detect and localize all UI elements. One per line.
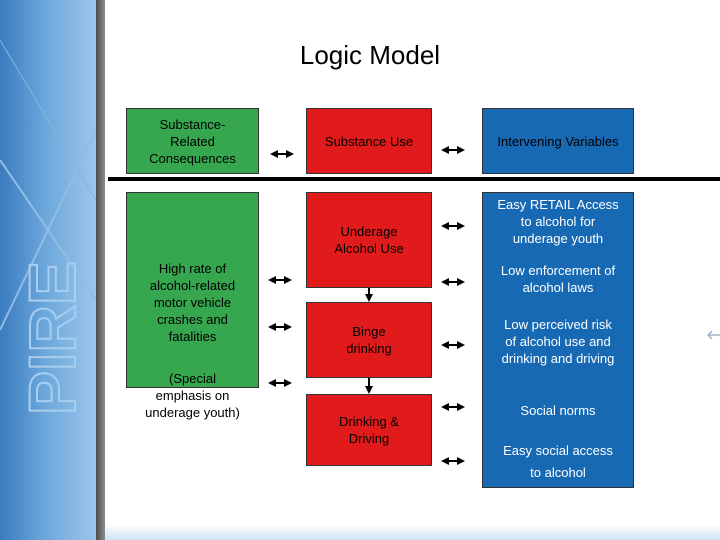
perceived-risk-text: Low perceived risk of alcohol use and dr… [501, 317, 615, 366]
intervening-variables-box [482, 192, 634, 488]
page-title: Logic Model [299, 40, 441, 70]
drinking-driving-box: Drinking & Driving [306, 394, 432, 466]
enforcement-text: Low enforcement of alcohol laws [500, 263, 616, 295]
social-access-text: Easy social access [503, 443, 613, 458]
underage-alcohol-use-box: Underage Alcohol Use [306, 192, 432, 288]
drinking-driving-label: Drinking & Driving [339, 414, 399, 446]
substance-use-header-label: Substance Use [324, 133, 414, 149]
consequences-note: (Special emphasis on underage youth) [145, 371, 240, 420]
consequences-text: High rate of alcohol-related motor vehic… [149, 261, 236, 344]
consequences-header-label: Substance- Related Consequences [149, 116, 236, 166]
social-norms-text: Social norms [520, 403, 596, 418]
header-divider [108, 177, 720, 181]
sidebar-edge [96, 0, 105, 540]
sidebar-watermark: PIRE [15, 261, 89, 415]
binge-drinking-label: Binge drinking [346, 324, 392, 356]
retail-access-text: Easy RETAIL Access to alcohol for undera… [497, 197, 619, 246]
consequences-box: High rate of alcohol-related motor vehic… [126, 192, 259, 420]
binge-drinking-box: Binge drinking [306, 302, 432, 378]
bottom-band [105, 524, 720, 540]
consequences-header-box: Substance- Related Consequences [126, 108, 259, 174]
sidebar-panel [0, 0, 96, 540]
intervening-variables-header-label: Intervening Variables [497, 133, 619, 149]
underage-alcohol-use-label: Underage Alcohol Use [334, 224, 404, 256]
sidebar-decoration: PIRE [0, 39, 96, 416]
substance-use-header-box: Substance Use [306, 108, 432, 174]
social-access-text-2: to alcohol [530, 465, 586, 480]
intervening-variables-header-box: Intervening Variables [482, 108, 634, 174]
